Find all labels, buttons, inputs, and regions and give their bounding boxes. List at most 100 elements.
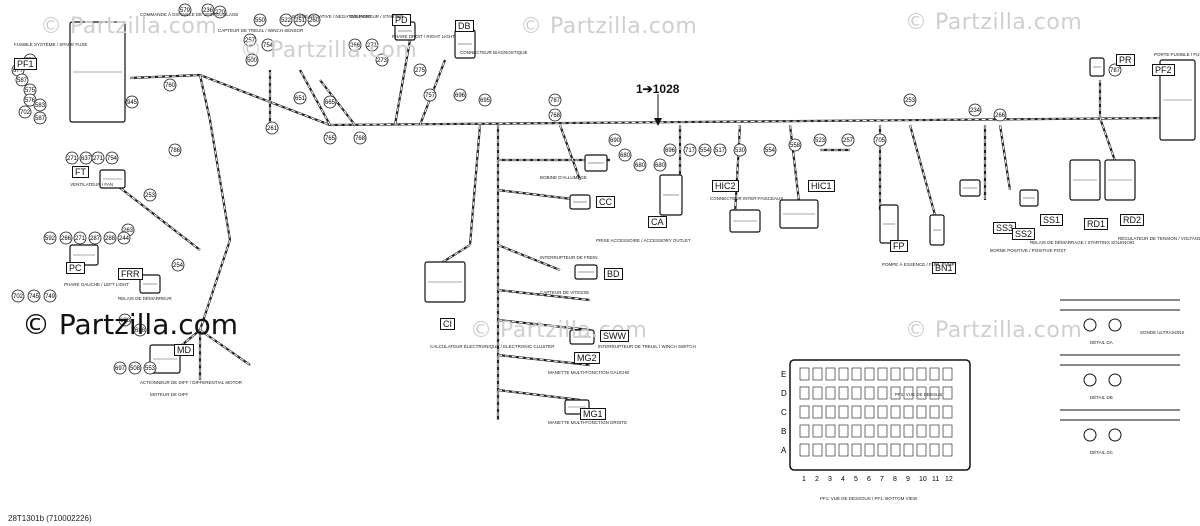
detail-callout [1083,428,1097,442]
component-note: DÉMARREUR / STARTER [350,14,404,19]
fuse-slot [877,443,888,457]
fuse-slot [903,386,914,400]
callout-number: 266 [61,236,72,242]
component-note: BOBINE D'ALLUMAGE [540,175,587,180]
fuse-col-label: 10 [919,476,927,483]
callout-number: 530 [735,148,746,154]
harness-branch-dash [319,79,356,126]
fuse-slot [903,405,914,419]
callout-circle [73,231,87,245]
callout-circle [265,121,279,135]
callout-circle [353,131,367,145]
callout-number: 680 [655,163,666,169]
component-note: POMPE À ESSENCE / FUEL PUMP [882,262,955,267]
callout-number: 554 [765,148,776,154]
fuse-slot [890,424,901,438]
detail-callout [1083,318,1097,332]
callout-number: 508 [130,366,141,372]
callout-number: 787 [1110,68,1121,74]
callout-circle [763,143,777,157]
fuse-slot [890,386,901,400]
component-note: MANETTE MULTI-FONCTION GAUCHE [548,370,630,375]
fuse-slot [942,367,953,381]
connector-tag-ss1: SS1 [1040,214,1064,226]
callout-number: 550 [255,18,266,24]
callout-number: 717 [685,148,696,154]
fuse-slot [851,443,862,457]
callout-number: 702 [20,110,31,116]
fuse-slot [851,405,862,419]
fuse-slot [812,443,823,457]
fuse-slot [825,443,836,457]
callout-circle [113,361,127,375]
callout-circle [873,133,887,147]
fuse-slot [864,443,875,457]
callout-number: 271 [367,43,378,49]
component-note: COMMANDE À DISTANCE DE VERROUILLAGE [140,12,239,17]
detail-callout [1108,373,1122,387]
callout-number: 273 [377,58,388,64]
fuse-slot [890,367,901,381]
fuse-slot [864,386,875,400]
fuse-slot [799,405,810,419]
component-note: SONDE ULTRASONS [1140,330,1185,335]
callout-circle [348,38,362,52]
callout-circle [105,151,119,165]
callout-circle [307,13,321,27]
callout-circle [618,148,632,162]
callout-circle [279,13,293,27]
callout-number: 263 [123,228,134,234]
callout-circle [903,93,917,107]
fuse-col-label: 7 [880,476,884,483]
component-note: CAPTEUR DE TREUIL / WINCH SENSOR [218,28,304,33]
fuse-slot [864,424,875,438]
callout-circle [608,133,622,147]
fuse-slot [942,405,953,419]
callout-circle [323,131,337,145]
callout-number: 253 [905,98,916,104]
component-note: VENTILATEUR / FAN [70,182,114,187]
callout-circle [15,73,29,87]
callout-number: 680 [620,153,631,159]
callout-circle [27,289,41,303]
fuse-slot [877,405,888,419]
callout-circle [143,188,157,202]
callout-circle [65,151,79,165]
fuse-slot [851,424,862,438]
callout-circle [43,231,57,245]
callout-circle [423,88,437,102]
callout-number: 592 [45,236,56,242]
reference-arrow-head [654,118,662,126]
fuse-col-label: 6 [867,476,871,483]
fuse-slot [916,386,927,400]
callout-number: 271 [67,156,78,162]
connector-tag-ss2: SS2 [1012,228,1036,240]
callout-number: 266 [995,113,1006,119]
component-note: PRISE ACCESSOIRE / ACCESSORY OUTLET [596,238,691,243]
callout-circle [653,158,667,172]
callout-number: 271 [93,156,104,162]
callout-number: 260 [309,18,320,24]
callout-number: 244 [119,236,130,242]
fuse-slot [812,386,823,400]
harness-branch-dash [559,124,581,181]
component-note: RELAIS DE DÉMARREUR [118,296,172,301]
callout-number: 705 [875,138,886,144]
callout-circle [453,88,467,102]
fuse-slot [838,443,849,457]
component-note: DÉTAIL DA [1090,340,1113,345]
component-note: CAPTEUR DE VITESSE [540,290,590,295]
callout-circle [413,63,427,77]
fuse-slot [838,424,849,438]
callout-number: 690 [610,138,621,144]
callout-circle [1108,63,1122,77]
callout-number: 270 [215,10,226,16]
callout-number: 558 [790,143,801,149]
callout-circle [33,111,47,125]
connector-tag-bn1: BN1 [932,262,956,274]
fuse-slot [877,424,888,438]
callout-circle [293,91,307,105]
callout-number: 765 [325,136,336,142]
callout-number: 697 [115,366,126,372]
